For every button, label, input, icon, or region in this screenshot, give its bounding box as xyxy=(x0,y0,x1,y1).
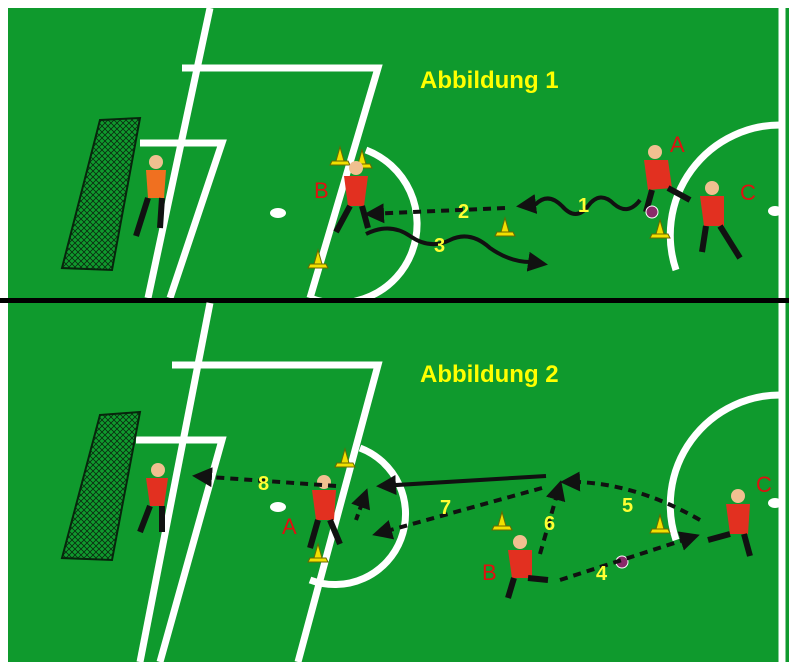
goalkeeper-2 xyxy=(137,463,168,534)
step-number: 2 xyxy=(458,201,469,223)
step-number: 1 xyxy=(578,195,589,217)
player-label-a: A xyxy=(282,514,297,539)
goal-net-2 xyxy=(60,410,142,562)
player-c-figure-1 xyxy=(699,181,743,260)
goalkeeper-1 xyxy=(133,155,166,237)
panel-title: Abbildung 2 xyxy=(420,361,559,388)
pass-arrow-7 xyxy=(372,486,543,540)
player-b-figure-2 xyxy=(505,535,549,599)
player-label-b: B xyxy=(482,560,497,585)
player-label-c: C xyxy=(756,472,772,497)
player-label-a: A xyxy=(670,132,685,157)
player-label-c: C xyxy=(740,180,756,205)
field-lines-1 xyxy=(140,7,786,307)
panel-2: Abbildung 2 A B C 4 5 6 7 8 xyxy=(8,302,789,663)
pass-arrow-8 xyxy=(192,467,337,488)
panel-divider xyxy=(0,298,789,303)
panel-1: Abbildung 1 B A C 1 2 3 xyxy=(8,7,789,307)
panel-title: Abbildung 1 xyxy=(420,67,559,94)
run-arrow-1 xyxy=(516,194,642,216)
ball-arrow xyxy=(376,474,547,496)
penalty-spot-2 xyxy=(270,502,286,512)
penalty-spot-1 xyxy=(270,208,286,218)
pass-arrow-5 xyxy=(560,471,701,522)
step-number: 5 xyxy=(622,495,633,517)
pass-arrow-6 xyxy=(538,480,566,555)
pass-arrow-2 xyxy=(364,203,506,224)
step-number: 6 xyxy=(544,513,555,535)
step-number: 8 xyxy=(258,473,269,495)
step-number: 3 xyxy=(434,235,445,257)
run-arrow-3 xyxy=(365,226,548,272)
step-number: 7 xyxy=(440,497,451,519)
pass-arrow-4 xyxy=(559,531,700,582)
player-label-b: B xyxy=(314,178,329,203)
center-spot-1 xyxy=(768,206,782,216)
field-lines-2 xyxy=(136,302,786,663)
step-number: 4 xyxy=(596,563,608,585)
player-c-figure-2 xyxy=(707,489,753,557)
ball-1 xyxy=(645,205,659,219)
center-spot-2 xyxy=(768,498,782,508)
pass-arrow-7b xyxy=(351,488,371,521)
pass-arrows-2 xyxy=(192,467,701,582)
goal-net-1 xyxy=(60,116,142,272)
player-a-figure-1 xyxy=(643,145,692,213)
